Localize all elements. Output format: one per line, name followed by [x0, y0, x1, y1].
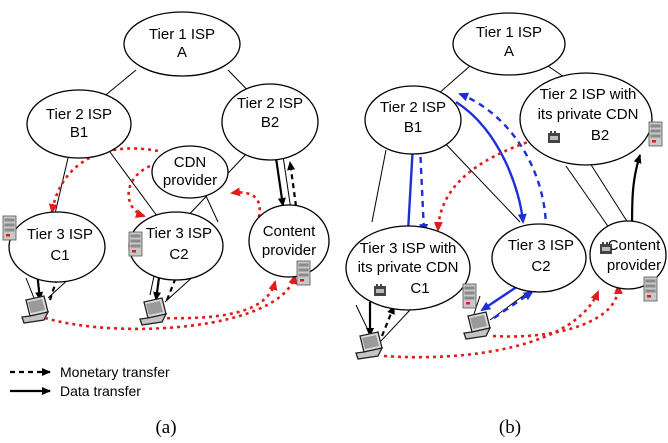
link-b2-content [282, 155, 292, 211]
caption-b: (b) [499, 417, 521, 438]
monetary-arrow-user2-to-content [159, 280, 278, 320]
data-transfer-arrow [274, 157, 286, 207]
caption-a: (a) [155, 417, 176, 438]
link-b1-c2 [439, 137, 521, 223]
node-label: A [504, 43, 514, 60]
link-b1-c2 [109, 151, 161, 221]
monetary-transfer-arrow [287, 161, 298, 207]
laptop-icon [463, 311, 491, 340]
monetary-arrow-cdn-to-c2 [127, 164, 151, 218]
node-label: Tier 2 ISP [46, 106, 112, 123]
node-label: B1 [70, 124, 88, 141]
node-content-provider [248, 204, 330, 278]
node-tier2-isp-b2 [221, 83, 319, 161]
node-label: Tier 2 ISP [380, 99, 446, 116]
server-icon [128, 231, 143, 257]
monetary-arrow-content-to-cdn [230, 187, 261, 225]
node-label: provider [607, 257, 661, 274]
node-tier3-isp-c2 [491, 223, 587, 293]
node-label: CDN [174, 154, 207, 171]
server-icon [2, 215, 17, 241]
access-line [473, 295, 481, 315]
node-label: Tier 1 ISP [476, 24, 542, 41]
node-label: Tier 3 ISP [27, 226, 93, 243]
access-line [355, 304, 369, 331]
monetary-transfer-arrow [380, 305, 396, 337]
data-transfer-arrow [406, 142, 418, 233]
legend-data-label: Data transfer [60, 383, 141, 399]
node-label: provider [163, 172, 217, 189]
access-line [379, 309, 411, 343]
node-tier1-isp-a [452, 12, 566, 76]
node-label: B1 [404, 119, 422, 136]
laptop-icon [355, 331, 383, 360]
node-label: Tier 3 ISP [146, 225, 212, 242]
legend: Monetary transfer Data transfer [10, 364, 170, 399]
node-label: C1 [50, 247, 69, 264]
legend-monetary-label: Monetary transfer [60, 364, 170, 380]
node-label: A [177, 44, 187, 61]
node-label: C2 [531, 258, 550, 275]
node-label: Tier 3 ISP with [360, 240, 457, 257]
node-label: Tier 2 ISP with [540, 86, 637, 103]
monetary-transfer-arrow [418, 145, 429, 234]
node-label: C2 [169, 246, 188, 263]
node-tier1-isp-a [123, 11, 241, 77]
panel-a: Tier 1 ISP A Tier 2 ISP B1 Tier 2 ISP B2… [2, 11, 330, 331]
data-transfer-arrow [455, 100, 527, 224]
node-label: Content [263, 223, 316, 240]
node-label: its private CDN [358, 259, 459, 276]
data-transfer-arrow [480, 285, 519, 312]
laptop-icon [139, 297, 167, 326]
monetary-arrow-user2-to-content [492, 284, 623, 338]
access-line [25, 277, 35, 299]
data-transfer-arrow [630, 154, 642, 231]
monetary-arrow-user1-to-content [383, 290, 600, 359]
node-label: Tier 2 ISP [237, 95, 303, 112]
node-tier2-isp-b1 [364, 85, 462, 155]
node-label: B2 [591, 127, 609, 144]
server-icon [643, 276, 658, 302]
panel-b: Tier 1 ISP A Tier 2 ISP B1 Tier 2 ISP wi… [345, 12, 667, 360]
node-label: its private CDN [538, 106, 639, 123]
monetary-arrow-b2-to-c1 [433, 136, 541, 232]
node-cdn-provider [151, 145, 229, 199]
node-label: C1 [410, 280, 429, 297]
node-tier3-isp-c1 [8, 211, 106, 283]
link-b2-content [565, 165, 613, 233]
server-icon [648, 121, 663, 147]
node-label: Tier 3 ISP [508, 237, 574, 254]
link-b1-c1 [371, 149, 387, 223]
laptop-icon [21, 295, 49, 324]
link-a-b1 [437, 65, 471, 95]
monetary-transfer-arrow [48, 271, 61, 301]
node-label: Tier 1 ISP [149, 26, 215, 43]
node-content-provider [589, 220, 667, 290]
monetary-arrow-user1-to-content [44, 274, 298, 331]
node-label: B2 [261, 114, 279, 131]
monetary-arrow-cdn-to-c1 [48, 147, 159, 214]
server-icon [462, 283, 477, 309]
link-b2-content [587, 159, 631, 227]
node-label: provider [262, 242, 316, 259]
node-label: Content [608, 237, 661, 254]
monetary-transfer-arrow [493, 290, 534, 319]
node-tier2-isp-b1 [26, 89, 132, 159]
server-icon [296, 260, 311, 286]
access-line [149, 275, 155, 296]
